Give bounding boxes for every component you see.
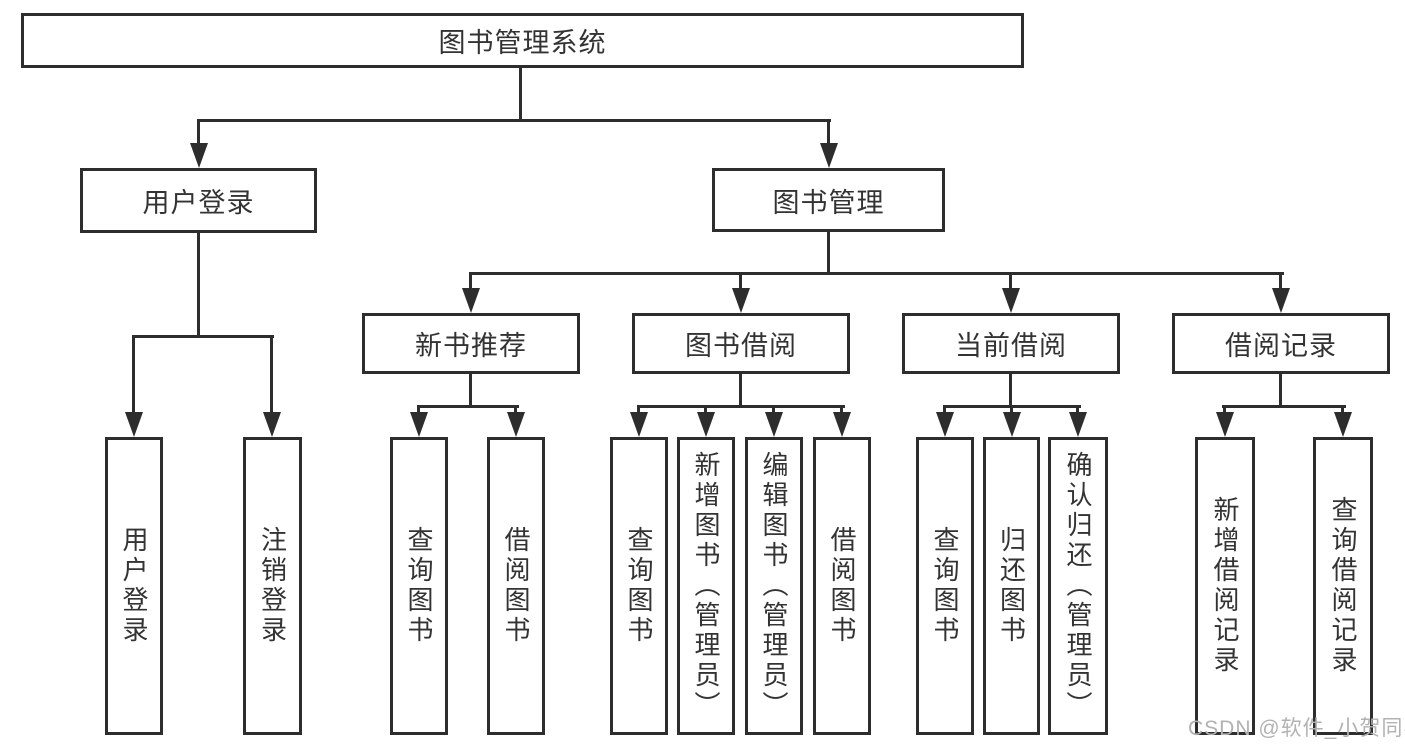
connector-line — [1279, 272, 1282, 295]
connector-line — [739, 272, 742, 295]
arrowhead — [820, 143, 838, 168]
diagram-leaf-borrow-books: 借阅图书 — [813, 437, 871, 735]
arrowhead — [125, 412, 143, 437]
node-label: 归还图书 — [996, 526, 1027, 646]
node-label: 图书管理系统 — [438, 28, 607, 58]
node-label: 借阅图书 — [501, 526, 531, 646]
diagram-leaf-query-borrow-record: 查询借阅记录 — [1313, 437, 1373, 735]
diagram-node-book-borrow: 图书借阅 — [632, 313, 850, 374]
arrowhead — [697, 412, 715, 437]
arrowhead — [507, 412, 525, 437]
watermark: CSDN @软件_小贺同学 — [1188, 717, 1405, 740]
arrowhead — [462, 288, 480, 313]
connector-line — [1222, 405, 1346, 408]
node-label: 查询借阅记录 — [1328, 496, 1358, 676]
connector-line — [469, 272, 472, 295]
connector-line — [1009, 272, 1012, 295]
diagram-node-current-borrow: 当前借阅 — [902, 313, 1120, 374]
connector-line — [132, 335, 135, 419]
diagram-leaf-return-book: 归还图书 — [983, 437, 1040, 735]
arrowhead — [410, 412, 428, 437]
arrowhead — [765, 412, 783, 437]
node-label: 用户登录 — [142, 188, 255, 218]
node-label: 注销登录 — [257, 526, 288, 646]
node-label: 图书管理 — [772, 187, 885, 218]
diagram-leaf-query-books-borrow: 查询图书 — [610, 437, 668, 735]
connector-line — [637, 405, 845, 408]
connector-line — [827, 119, 830, 150]
diagram-node-user-login: 用户登录 — [80, 168, 317, 233]
connector-line — [519, 68, 522, 122]
connector-line — [739, 374, 742, 408]
arrowhead — [630, 412, 648, 437]
connector-line — [1009, 374, 1012, 408]
connector-line — [469, 374, 472, 408]
connector-line — [1279, 374, 1282, 408]
connector-line — [198, 119, 831, 122]
diagram-leaf-confirm-return-admin: 确认归还（管理员） — [1048, 437, 1108, 735]
arrowhead — [1069, 412, 1087, 437]
arrowhead — [732, 288, 750, 313]
diagram-leaf-borrow-books-rec: 借阅图书 — [487, 437, 545, 735]
node-label: 当前借阅 — [955, 331, 1067, 361]
node-label: 新书推荐 — [415, 331, 527, 361]
node-label: 查询图书 — [930, 526, 960, 646]
arrowhead — [1002, 288, 1020, 313]
diagram-node-root: 图书管理系统 — [21, 13, 1024, 68]
diagram-leaf-edit-book-admin: 编辑图书（管理员） — [745, 437, 803, 735]
node-label: 查询图书 — [624, 526, 654, 646]
diagram-leaf-query-books-current: 查询图书 — [916, 437, 974, 735]
arrowhead — [1216, 412, 1234, 437]
arrowhead — [1003, 412, 1021, 437]
connector-line — [197, 119, 200, 150]
node-label: 借阅记录 — [1225, 331, 1337, 361]
node-label: 新增借阅记录 — [1210, 496, 1240, 676]
connector-line — [827, 232, 830, 275]
diagram-leaf-add-book-admin: 新增图书（管理员） — [677, 437, 735, 735]
connector-line — [470, 272, 1284, 275]
node-label: 编辑图书（管理员） — [759, 451, 789, 721]
arrowhead — [936, 412, 954, 437]
diagram-leaf-user-login: 用户登录 — [105, 437, 163, 735]
arrowhead — [190, 143, 208, 168]
connector-line — [133, 335, 274, 338]
arrowhead — [833, 412, 851, 437]
node-label: 确认归还（管理员） — [1063, 451, 1093, 721]
connector-line — [197, 233, 200, 338]
connector-line — [270, 335, 273, 419]
node-label: 用户登录 — [119, 526, 149, 646]
node-label: 新增图书（管理员） — [691, 451, 721, 721]
diagram-node-book-mgmt: 图书管理 — [712, 168, 945, 232]
arrowhead — [1272, 288, 1290, 313]
arrowhead — [263, 412, 281, 437]
diagram-leaf-logout: 注销登录 — [243, 437, 302, 735]
node-label: 借阅图书 — [827, 526, 857, 646]
diagram-node-borrow-records: 借阅记录 — [1172, 313, 1390, 374]
diagram-leaf-add-borrow-record: 新增借阅记录 — [1195, 437, 1255, 735]
arrowhead — [1334, 412, 1352, 437]
connector-line — [418, 405, 519, 408]
diagram-node-new-book-rec: 新书推荐 — [362, 313, 580, 374]
diagram-leaf-query-books-rec: 查询图书 — [390, 437, 448, 735]
node-label: 图书借阅 — [685, 331, 797, 361]
node-label: 查询图书 — [404, 526, 434, 646]
